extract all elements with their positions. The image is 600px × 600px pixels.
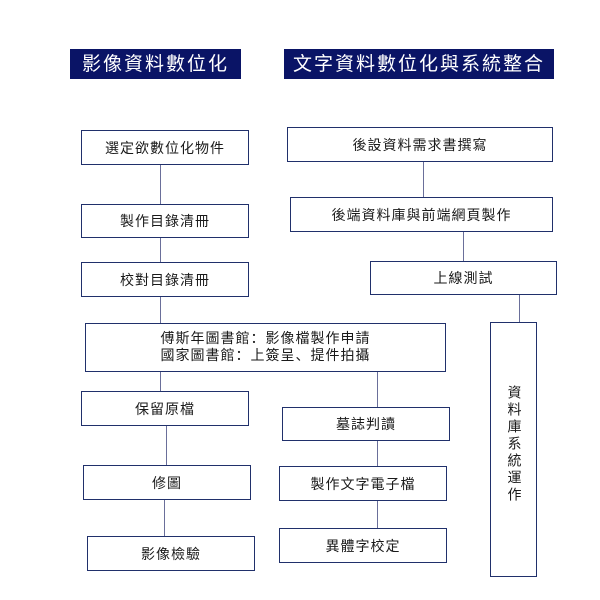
database-web-build-label: 後端資料庫與前端網頁製作 bbox=[331, 207, 512, 224]
retouch-label: 修圖 bbox=[152, 475, 182, 492]
online-testing-step: 上線測試 bbox=[370, 261, 557, 295]
proofread-catalog-list-label: 校對目錄清冊 bbox=[120, 272, 210, 289]
select-objects-step: 選定欲數位化物件 bbox=[81, 130, 249, 165]
image-digitization-header: 影像資料數位化 bbox=[70, 49, 241, 79]
database-operation-step: 資料庫系統運作 bbox=[490, 322, 537, 577]
image-inspection-label: 影像檢驗 bbox=[141, 546, 201, 563]
connector-line bbox=[166, 426, 167, 465]
proofread-catalog-list-step: 校對目錄清冊 bbox=[81, 262, 249, 297]
make-text-file-label: 製作文字電子檔 bbox=[310, 476, 416, 493]
make-catalog-list-label: 製作目錄清冊 bbox=[120, 214, 210, 230]
make-text-file-step: 製作文字電子檔 bbox=[279, 466, 447, 501]
connector-line bbox=[160, 372, 161, 391]
database-web-build-step: 後端資料庫與前端網頁製作 bbox=[290, 197, 553, 232]
connector-line bbox=[160, 297, 161, 323]
database-operation-label: 資料庫系統運作 bbox=[505, 385, 522, 504]
connector-line bbox=[519, 295, 520, 322]
metadata-requirements-label: 後設資料需求書撰寫 bbox=[352, 137, 488, 154]
epitaph-interpretation-step: 墓誌判讀 bbox=[282, 407, 450, 441]
make-catalog-list-step: 製作目錄清冊 bbox=[81, 204, 249, 238]
online-testing-label: 上線測試 bbox=[433, 271, 494, 287]
text-digitization-header: 文字資料數位化與系統整合 bbox=[284, 49, 554, 79]
metadata-requirements-step: 後設資料需求書撰寫 bbox=[287, 127, 553, 162]
retouch-step: 修圖 bbox=[83, 465, 251, 500]
library-application-step: 傅斯年圖書館：影像檔製作申請 國家圖書館：上簽呈、提件拍攝 bbox=[85, 323, 446, 372]
variant-character-step: 異體字校定 bbox=[279, 528, 447, 563]
connector-line bbox=[377, 501, 378, 528]
epitaph-interpretation-label: 墓誌判讀 bbox=[336, 417, 396, 433]
fu-ssu-nien-library-line: 傅斯年圖書館：影像檔製作申請 bbox=[160, 330, 371, 347]
variant-character-label: 異體字校定 bbox=[325, 538, 401, 555]
preserve-original-step: 保留原檔 bbox=[81, 391, 249, 426]
connector-line bbox=[463, 232, 464, 261]
connector-line bbox=[160, 165, 161, 204]
preserve-original-label: 保留原檔 bbox=[135, 401, 195, 418]
connector-line bbox=[164, 500, 165, 536]
connector-line bbox=[377, 441, 378, 466]
connector-line bbox=[160, 238, 161, 262]
connector-line bbox=[377, 372, 378, 407]
select-objects-label: 選定欲數位化物件 bbox=[105, 140, 225, 157]
image-inspection-step: 影像檢驗 bbox=[87, 536, 255, 571]
connector-line bbox=[423, 162, 424, 197]
national-library-line: 國家圖書館：上簽呈、提件拍攝 bbox=[160, 347, 371, 364]
